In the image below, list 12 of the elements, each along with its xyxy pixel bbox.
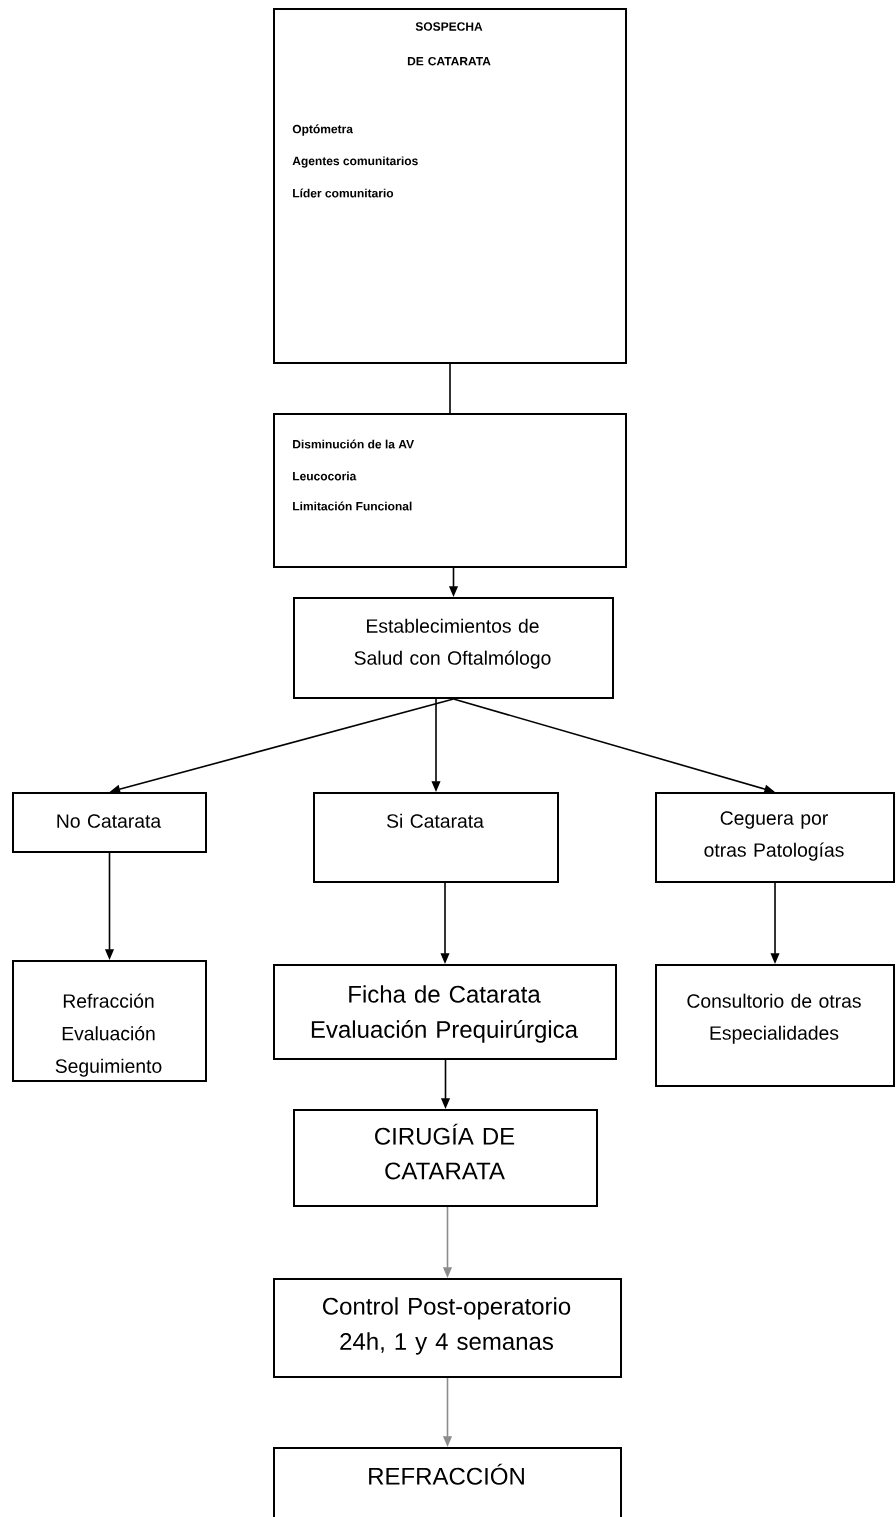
text-box: No Catarata: [12, 792, 207, 853]
text-box: Establecimientos de Salud con Oftalmólogo: [293, 597, 614, 699]
text-box: Disminución de la AV Leucocoria Limitación Funcional: [273, 413, 627, 568]
text-box: Ceguera por otras Patologías: [655, 792, 895, 883]
text-box: Consultorio de otras Especialidades: [655, 964, 895, 1087]
text-box: Refracción Evaluación Seguimiento: [12, 960, 207, 1082]
text-box: SOSPECHA DE CATARATA Optómetra Agentes comunitarios Líder comunitario: [273, 8, 627, 364]
text-box: Ficha de Catarata Evaluación Prequirúrgica: [273, 964, 617, 1060]
text-box: Si Catarata: [313, 792, 559, 883]
text-box: Control Post-operatorio 24h, 1 y 4 semanas: [273, 1278, 622, 1378]
text-box: REFRACCIÓN: [273, 1447, 622, 1517]
text-box: CIRUGÍA DE CATARATA: [293, 1109, 598, 1207]
